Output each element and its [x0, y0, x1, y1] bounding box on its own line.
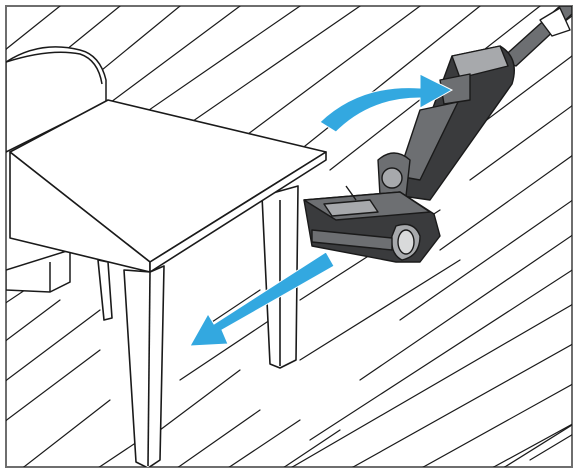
- table: [9, 99, 327, 467]
- curved-arrow-icon: [319, 73, 454, 133]
- vacuum: [303, 6, 572, 263]
- straight-arrow-icon: [189, 251, 335, 347]
- sofa: [6, 46, 107, 293]
